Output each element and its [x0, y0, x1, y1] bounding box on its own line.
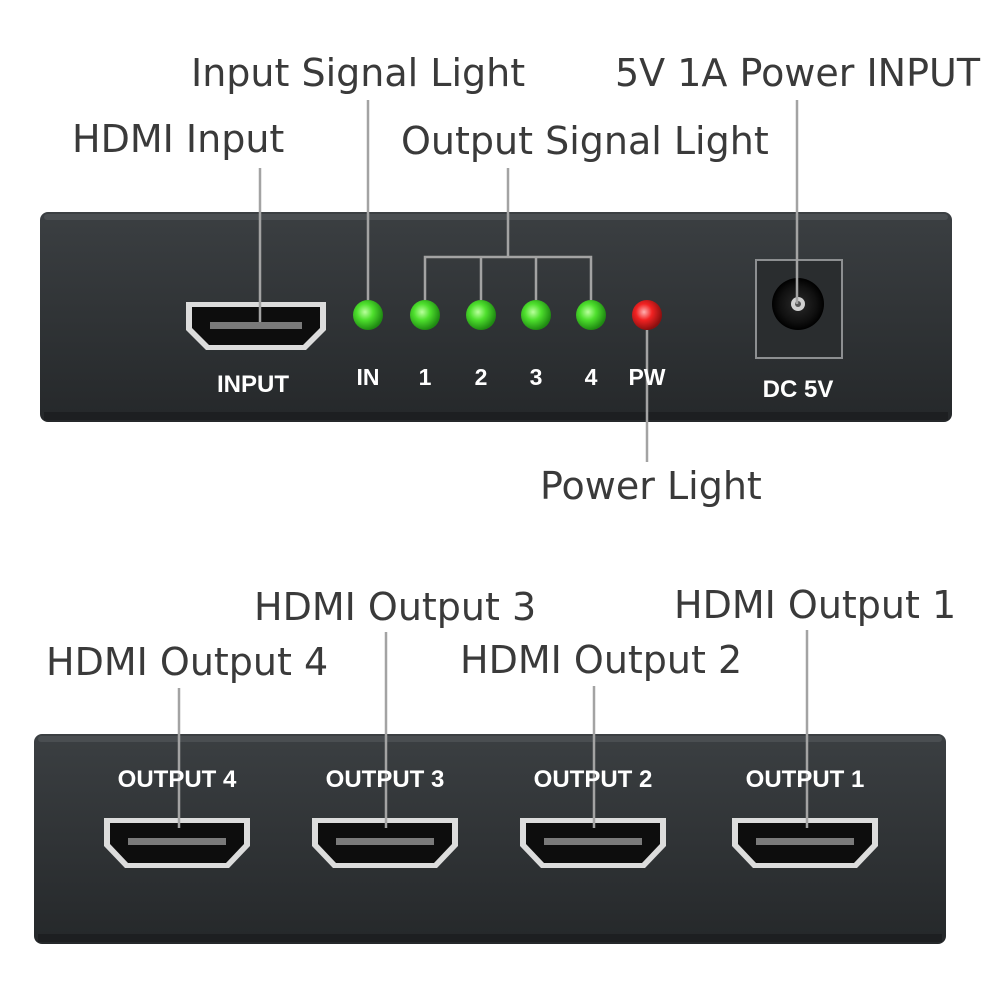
hdmi-output-port-3: [312, 818, 458, 868]
led-in: [353, 300, 383, 330]
hdmi-output-port-1: [732, 818, 878, 868]
output-port-label-1: OUTPUT 1: [745, 766, 865, 793]
leader-lines: [177, 100, 809, 828]
callout-power-light: Power Light: [540, 464, 762, 508]
led-4: [576, 300, 606, 330]
led-label-1: 1: [418, 364, 432, 390]
led-label-3: 3: [529, 364, 543, 390]
output-port-label-2: OUTPUT 2: [533, 766, 653, 793]
callout-hdmi-input: HDMI Input: [72, 117, 285, 161]
output-port-label-3: OUTPUT 3: [325, 766, 445, 793]
led-label-in: IN: [356, 364, 380, 390]
front-panel: [40, 212, 952, 422]
back-panel: [34, 734, 946, 944]
led-1: [410, 300, 440, 330]
led-label-pw: PW: [628, 364, 666, 390]
output-port-label-4: OUTPUT 4: [117, 766, 237, 793]
hdmi-input-port: [186, 302, 326, 350]
callout-hdmi-output-4: HDMI Output 4: [46, 640, 329, 684]
callout-output-signal-light: Output Signal Light: [401, 119, 769, 163]
callout-hdmi-output-3: HDMI Output 3: [254, 585, 537, 629]
led-label-2: 2: [474, 364, 488, 390]
dc-power-jack: [755, 259, 843, 359]
led-2: [466, 300, 496, 330]
hdmi-output-port-2: [520, 818, 666, 868]
callout-input-signal-light: Input Signal Light: [191, 51, 526, 95]
dc-jack-label: DC 5V: [762, 376, 834, 403]
led-pw: [632, 300, 662, 330]
callout-hdmi-output-1: HDMI Output 1: [674, 583, 957, 627]
callout-hdmi-output-2: HDMI Output 2: [460, 638, 743, 682]
indicator-leds: [353, 300, 662, 330]
hdmi-output-port-4: [104, 818, 250, 868]
led-3: [521, 300, 551, 330]
input-port-label: INPUT: [217, 371, 289, 398]
callout-power-input: 5V 1A Power INPUT: [615, 51, 981, 95]
led-label-4: 4: [584, 364, 598, 390]
